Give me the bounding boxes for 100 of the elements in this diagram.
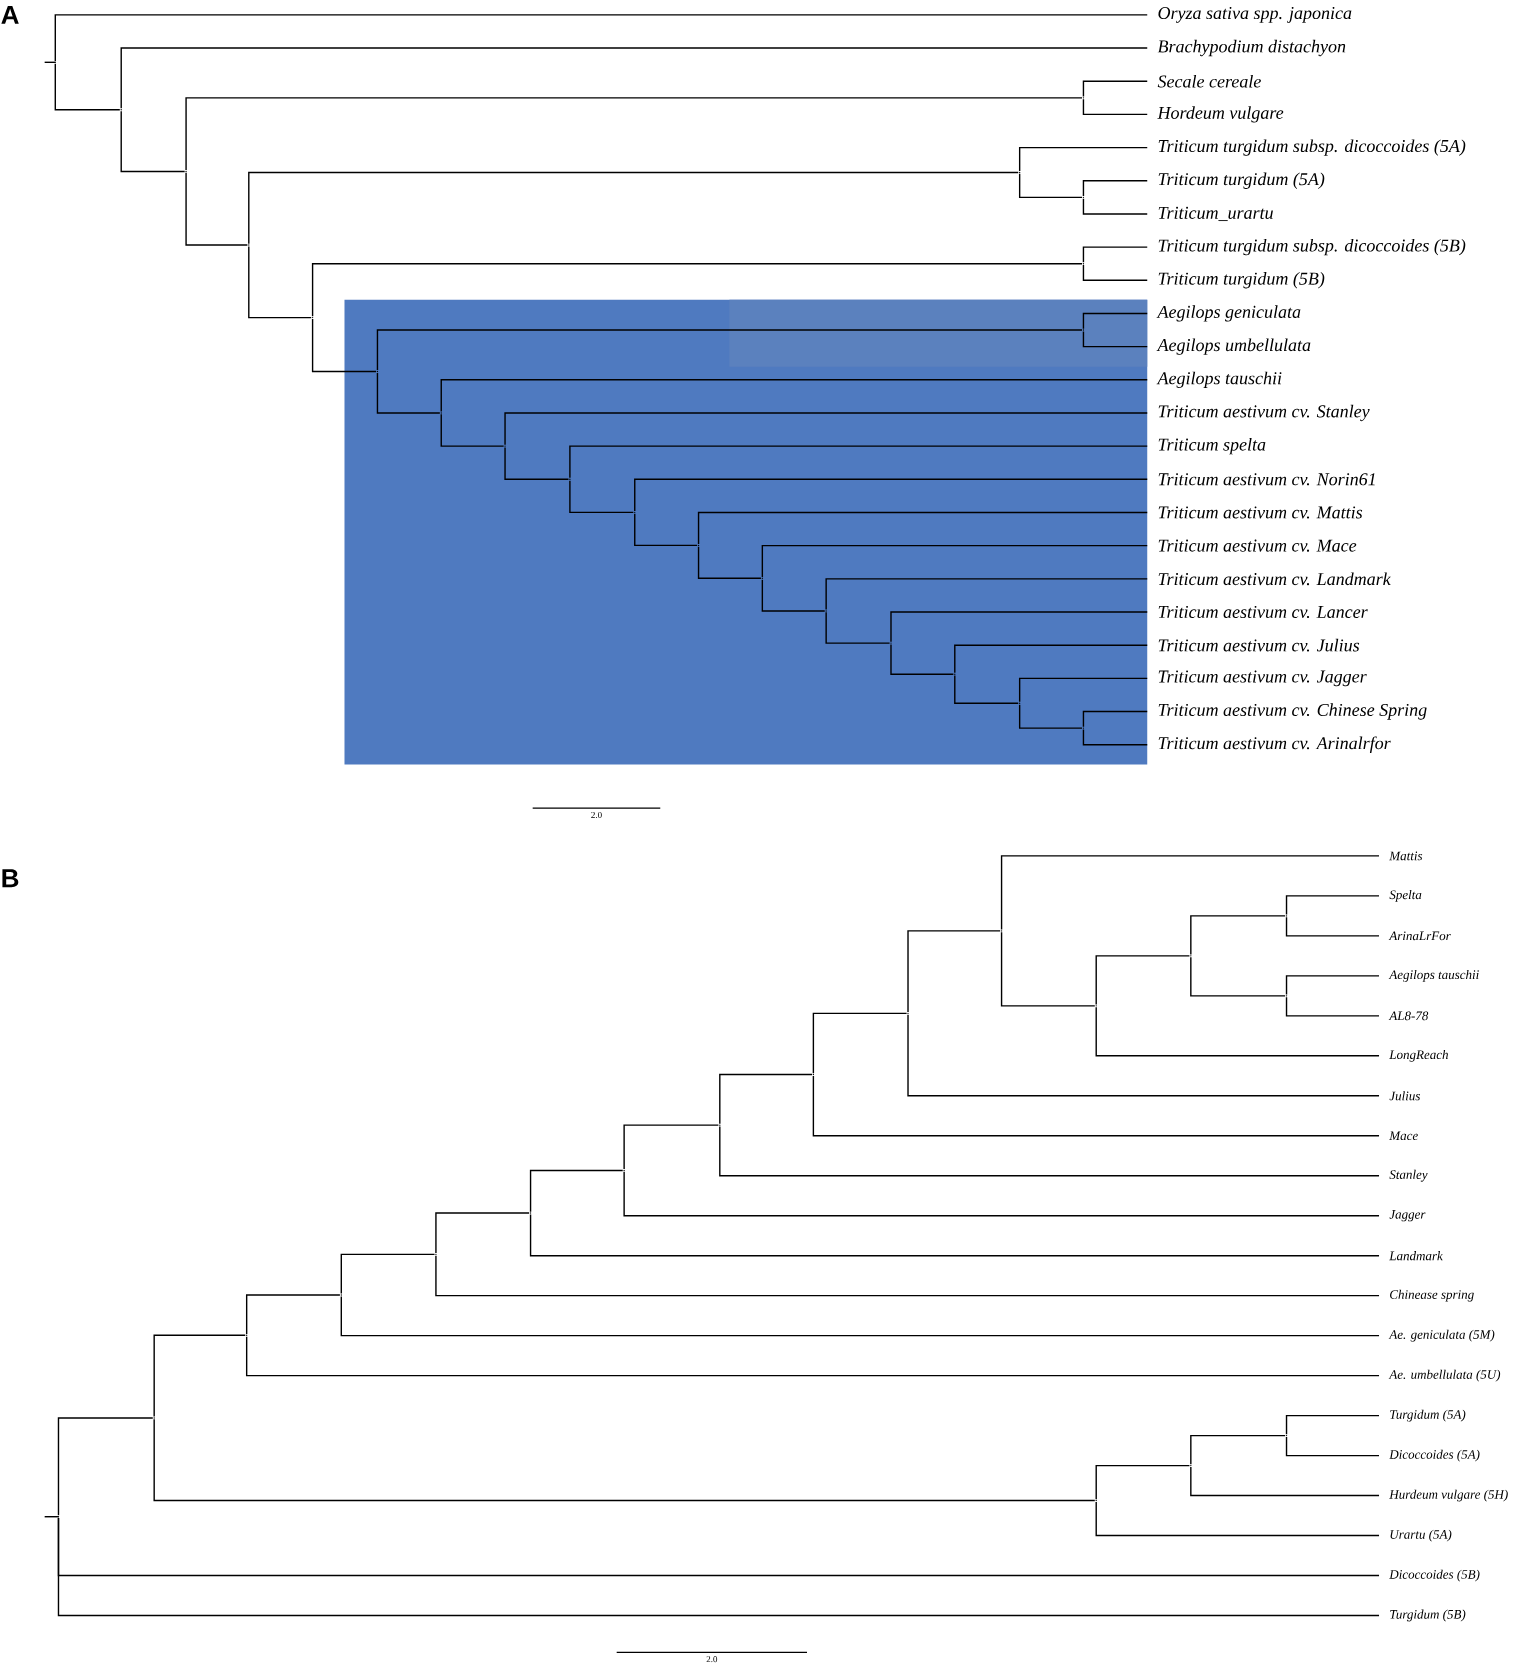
branch-node bbox=[1018, 171, 1021, 174]
leaf-label: Dicoccoides (5A) bbox=[1389, 1449, 1480, 1462]
leaf-label: Triticum turgidum subsp. dicoccoides (5B) bbox=[1158, 238, 1466, 256]
tree-branch bbox=[340, 1295, 1380, 1337]
tree-branch bbox=[697, 511, 1148, 545]
tree-branch bbox=[1018, 173, 1083, 199]
leaf-label: Triticum aestivum cv. Julius bbox=[1158, 638, 1360, 652]
leaf-label: Aegilops umbellulata bbox=[1156, 338, 1311, 355]
tree-branch bbox=[504, 412, 1148, 446]
tree-branch bbox=[1082, 312, 1148, 330]
tree-branch bbox=[54, 63, 121, 111]
leaf-label: Urartu (5A) bbox=[1390, 1529, 1452, 1542]
tree-branch bbox=[54, 14, 1148, 62]
branch-node bbox=[1082, 196, 1085, 199]
leaf-label: Triticum turgidum subsp. dicoccoides (5A) bbox=[1158, 139, 1466, 156]
tree-branch bbox=[376, 329, 1083, 371]
leaf-label: Secale cereale bbox=[1157, 74, 1261, 88]
leaf-label: Mattis bbox=[1389, 851, 1423, 861]
branch-node bbox=[311, 316, 314, 319]
tree-branch bbox=[245, 1294, 341, 1335]
tree-branch bbox=[440, 413, 505, 447]
tree-branch bbox=[1095, 1501, 1380, 1537]
leaf-label: Brachypodium distachyon bbox=[1157, 39, 1346, 57]
tree-branch bbox=[1000, 931, 1096, 1007]
tree-branch bbox=[1285, 996, 1380, 1017]
tree-branch bbox=[1082, 98, 1148, 116]
tree-branch bbox=[1190, 956, 1286, 997]
leaf-label: Triticum aestivum cv. Jagger bbox=[1158, 670, 1367, 687]
leaf-label: Triticum aestivum cv. Mattis bbox=[1158, 506, 1363, 519]
leaf-label: Jagger bbox=[1389, 1210, 1426, 1222]
tree-branch bbox=[825, 611, 891, 644]
leaf-label: Ae. umbellulata (5U) bbox=[1388, 1369, 1501, 1382]
tree-branch bbox=[1018, 677, 1148, 703]
leaf-label: Hurdeum vulgare (5H) bbox=[1389, 1489, 1508, 1502]
tree-branch bbox=[812, 1075, 1380, 1137]
leaf-label: Landmark bbox=[1389, 1251, 1443, 1261]
tree-branch bbox=[57, 1417, 154, 1517]
leaf-label: Triticum aestivum cv. Stanley bbox=[1158, 404, 1370, 422]
tree-branch bbox=[311, 263, 1083, 317]
leaf-label: Oryza sativa spp. japonica bbox=[1158, 7, 1352, 23]
leaf-label: Aegilops tauschii bbox=[1388, 969, 1479, 982]
tree-branch bbox=[907, 1014, 1380, 1097]
panel-letter: B bbox=[2, 869, 19, 888]
tree-branch bbox=[1018, 703, 1083, 729]
tree-branch bbox=[1082, 330, 1148, 348]
leaf-label: Triticum aestivum cv. Arinalrfor bbox=[1158, 736, 1391, 753]
tree-branch bbox=[376, 372, 441, 414]
tree-branch bbox=[1190, 915, 1286, 956]
leaf-label: Aegilops tauschii bbox=[1156, 371, 1282, 388]
branch-node bbox=[376, 370, 379, 373]
tree-branch bbox=[1082, 198, 1148, 215]
tree-branch bbox=[185, 97, 1083, 171]
tree-branch bbox=[1285, 1436, 1380, 1457]
tree-branch bbox=[1082, 710, 1148, 728]
leaf-label: Chinease spring bbox=[1390, 1289, 1474, 1302]
tree-branch bbox=[1082, 80, 1148, 98]
tree-branch bbox=[1285, 916, 1380, 937]
tree-branch bbox=[435, 1255, 1380, 1297]
leaf-label: Julius bbox=[1389, 1091, 1420, 1101]
leaf-label: Hordeum vulgare bbox=[1157, 106, 1284, 123]
tree-branch bbox=[954, 674, 1019, 704]
leaf-label: Triticum aestivum cv. Chinese Spring bbox=[1158, 703, 1427, 720]
tree-branch bbox=[1285, 895, 1380, 916]
tree-branch bbox=[529, 1169, 624, 1213]
leaf-label: Spelta bbox=[1389, 890, 1422, 902]
tree-branch bbox=[120, 47, 1148, 110]
leaf-label: Triticum aestivum cv. Landmark bbox=[1158, 572, 1391, 586]
tree-branch bbox=[1285, 975, 1380, 996]
tree-branch bbox=[761, 579, 826, 612]
tree-branch bbox=[1082, 246, 1148, 263]
tree-branch bbox=[1190, 1434, 1286, 1465]
leaf-label: Aegilops geniculata bbox=[1156, 305, 1301, 322]
tree-branch bbox=[812, 1012, 908, 1074]
leaf-label: AL8-78 bbox=[1388, 1011, 1429, 1021]
tree-branch bbox=[153, 1418, 1096, 1502]
tree-branch bbox=[623, 1124, 720, 1170]
tree-branch bbox=[1018, 146, 1148, 172]
tree-branch bbox=[1095, 1006, 1380, 1057]
tree-branch bbox=[1082, 728, 1148, 746]
tree-branch bbox=[761, 544, 1148, 578]
tree-branch bbox=[185, 172, 249, 246]
tree-branch bbox=[825, 578, 1148, 611]
tree-branch bbox=[719, 1073, 813, 1125]
tree-branch bbox=[907, 930, 1001, 1013]
tree-branch bbox=[954, 644, 1148, 674]
leaf-label: Ae. geniculata (5M) bbox=[1388, 1329, 1495, 1342]
leaf-label: Triticum spelta bbox=[1158, 437, 1266, 455]
tree-branch bbox=[1285, 1414, 1380, 1435]
tree-branch bbox=[248, 171, 1019, 245]
tree-branch bbox=[440, 379, 1148, 413]
tree-branch bbox=[1095, 1464, 1191, 1500]
tree-branch bbox=[435, 1212, 530, 1254]
tree-branch bbox=[504, 446, 570, 480]
leaf-label: Triticum_urartu bbox=[1158, 206, 1273, 222]
tree-branch bbox=[890, 643, 955, 675]
leaf-label: LongReach bbox=[1389, 1049, 1448, 1062]
leaf-label: Triticum turgidum (5B) bbox=[1158, 272, 1325, 289]
tree-branch bbox=[890, 611, 1148, 643]
tree-branch bbox=[1190, 1466, 1380, 1497]
tree-branch bbox=[311, 318, 377, 373]
